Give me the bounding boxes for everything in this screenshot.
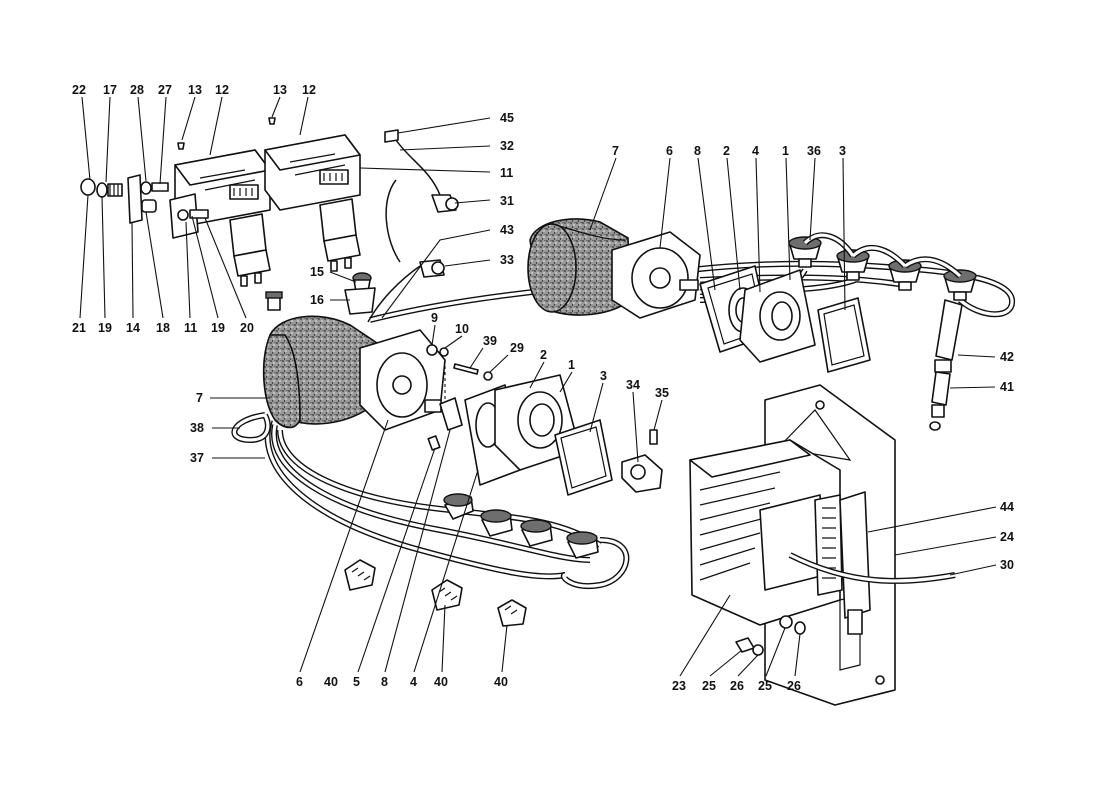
callout-36: 36 bbox=[807, 144, 821, 158]
callout-1: 1 bbox=[782, 144, 789, 158]
callout-2: 2 bbox=[723, 144, 730, 158]
sensor-cable-43 bbox=[367, 179, 421, 323]
gasket-8-lower bbox=[439, 397, 463, 431]
sensor-33 bbox=[419, 259, 445, 278]
callout-26: 26 bbox=[730, 679, 744, 693]
coil-mounting-hardware bbox=[80, 117, 276, 224]
callout-17: 17 bbox=[103, 83, 117, 97]
callout-34: 34 bbox=[626, 378, 640, 392]
callout-6b: 6 bbox=[296, 675, 303, 689]
callout-25: 25 bbox=[702, 679, 716, 693]
gasket-4-lower bbox=[464, 384, 521, 486]
ecu-connector-44 bbox=[839, 491, 871, 635]
callout-32: 32 bbox=[500, 139, 514, 153]
callout-2b: 2 bbox=[540, 348, 547, 362]
harness-clip-40-b bbox=[431, 579, 463, 611]
callout-3: 3 bbox=[839, 144, 846, 158]
distributor-cover-7-upper bbox=[527, 218, 631, 316]
ignition-coil-12-right bbox=[264, 134, 361, 272]
callout-11b: 11 bbox=[184, 321, 197, 335]
callout-38: 38 bbox=[190, 421, 204, 435]
callout-4b: 4 bbox=[410, 675, 417, 689]
ecu-cable-30 bbox=[788, 552, 956, 584]
connector-15-16 bbox=[265, 272, 376, 315]
harness-clip-40-c bbox=[497, 599, 527, 627]
callout-24: 24 bbox=[1000, 530, 1014, 544]
callout-3b: 3 bbox=[600, 369, 607, 383]
callout-35: 35 bbox=[655, 386, 669, 400]
callout-12b: 12 bbox=[302, 83, 316, 97]
callout-33: 33 bbox=[500, 253, 514, 267]
distributor-housing-6-lower bbox=[359, 329, 446, 431]
callout-43: 43 bbox=[500, 223, 514, 237]
callout-9: 9 bbox=[431, 311, 438, 325]
sensor-34 bbox=[621, 454, 663, 493]
bolt-9-10-39-29 bbox=[426, 344, 493, 381]
leader-lines bbox=[79, 96, 997, 677]
sensor-45-31 bbox=[384, 129, 459, 213]
callout-15: 15 bbox=[310, 265, 324, 279]
callout-39: 39 bbox=[483, 334, 497, 348]
pin-5 bbox=[427, 435, 441, 451]
callout-20: 20 bbox=[240, 321, 254, 335]
callout-30: 30 bbox=[1000, 558, 1014, 572]
harness-clip-40-a bbox=[344, 559, 376, 591]
spark-plug-cap-lower-d bbox=[566, 531, 599, 559]
callout-19b: 19 bbox=[211, 321, 225, 335]
spark-plug-42-41 bbox=[929, 299, 963, 431]
callout-29: 29 bbox=[510, 341, 524, 355]
callout-42: 42 bbox=[1000, 350, 1014, 364]
callout-14: 14 bbox=[126, 321, 140, 335]
lower-ignition-harness bbox=[231, 412, 630, 590]
callout-7: 7 bbox=[612, 144, 619, 158]
callout-16: 16 bbox=[310, 293, 324, 307]
callout-6: 6 bbox=[666, 144, 673, 158]
callout-28: 28 bbox=[130, 83, 144, 97]
callout-5: 5 bbox=[353, 675, 360, 689]
gasket-3-upper bbox=[817, 297, 871, 373]
callout-23: 23 bbox=[672, 679, 686, 693]
callout-31: 31 bbox=[500, 194, 514, 208]
callout-labels: 22 17 28 27 13 12 13 12 45 32 11 31 43 3… bbox=[72, 83, 1014, 693]
gasket-3-lower bbox=[554, 419, 613, 496]
callout-19: 19 bbox=[98, 321, 112, 335]
callout-4: 4 bbox=[752, 144, 759, 158]
callout-22: 22 bbox=[72, 83, 86, 97]
callout-10: 10 bbox=[455, 322, 469, 336]
callout-12: 12 bbox=[215, 83, 229, 97]
callout-26b: 26 bbox=[787, 679, 801, 693]
spark-plug-cap-lower-c bbox=[520, 519, 553, 547]
callout-40c: 40 bbox=[494, 675, 508, 689]
distributor-housing-6-upper bbox=[611, 231, 701, 319]
callout-13b: 13 bbox=[273, 83, 287, 97]
callout-25b: 25 bbox=[758, 679, 772, 693]
callout-45: 45 bbox=[500, 111, 514, 125]
callout-11: 11 bbox=[500, 166, 513, 180]
callout-21: 21 bbox=[72, 321, 86, 335]
callout-40: 40 bbox=[324, 675, 338, 689]
callout-8b: 8 bbox=[381, 675, 388, 689]
spark-plug-cap-lower-a bbox=[443, 493, 474, 520]
ecu-unit-23 bbox=[689, 439, 843, 626]
callout-40b: 40 bbox=[434, 675, 448, 689]
spark-plug-cap-lower-b bbox=[480, 509, 513, 537]
callout-41: 41 bbox=[1000, 380, 1014, 394]
callout-18: 18 bbox=[156, 321, 170, 335]
callout-44: 44 bbox=[1000, 500, 1014, 514]
callout-27: 27 bbox=[158, 83, 172, 97]
flange-1-upper bbox=[739, 269, 816, 363]
callout-7b: 7 bbox=[196, 391, 203, 405]
pin-35 bbox=[649, 429, 658, 445]
callout-8: 8 bbox=[694, 144, 701, 158]
ecu-fasteners-25-26 bbox=[735, 615, 806, 656]
callout-1b: 1 bbox=[568, 358, 575, 372]
callout-37: 37 bbox=[190, 451, 204, 465]
callout-13: 13 bbox=[188, 83, 202, 97]
